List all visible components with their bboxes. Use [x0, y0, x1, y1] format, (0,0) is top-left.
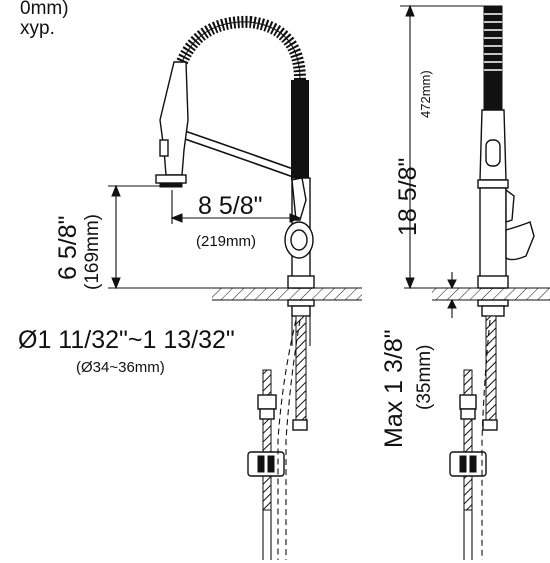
front-view-faucet	[155, 15, 362, 560]
dimension-deck-thickness: Max 1 3/8" (35mm)	[380, 272, 457, 448]
dimension-total-height: 18 5/8" 472mm)	[394, 4, 484, 290]
faucet-body-right	[479, 187, 507, 289]
dimension-spout-height: 6 5/8" (169mm)	[54, 184, 212, 290]
counterweight-right	[449, 451, 487, 477]
handle-side	[505, 221, 535, 261]
deck-thickness-imperial: Max 1 3/8"	[380, 329, 408, 448]
spout-reach-metric: (219mm)	[196, 233, 256, 250]
spring-coil-dark	[291, 80, 309, 180]
countertop-hatch-left	[212, 288, 362, 300]
side-view-faucet	[432, 5, 550, 560]
spout-reach-imperial: 8 5/8"	[198, 192, 262, 220]
counterweight-left	[247, 451, 285, 477]
dimension-spout-reach: 8 5/8" (219mm)	[170, 190, 302, 250]
countertop-hatch-right	[432, 288, 550, 300]
dimension-hole-diameter: Ø1 11/32"~1 13/32" (Ø34~36mm)	[18, 314, 311, 376]
hole-diameter-metric: (Ø34~36mm)	[76, 359, 165, 376]
spout-height-metric: (169mm)	[82, 214, 103, 290]
deck-thickness-metric: (35mm)	[414, 345, 435, 410]
hole-diameter-imperial: Ø1 11/32"~1 13/32"	[18, 326, 235, 354]
total-height-metric: 472mm)	[418, 70, 433, 118]
spray-head	[159, 61, 189, 176]
spout-height-imperial: 6 5/8"	[54, 216, 82, 280]
total-height-imperial: 18 5/8"	[394, 158, 422, 236]
note-line-2: xyp.	[20, 18, 55, 39]
note-line-1: 0mm)	[20, 0, 69, 19]
spring-coil-side	[484, 6, 502, 126]
